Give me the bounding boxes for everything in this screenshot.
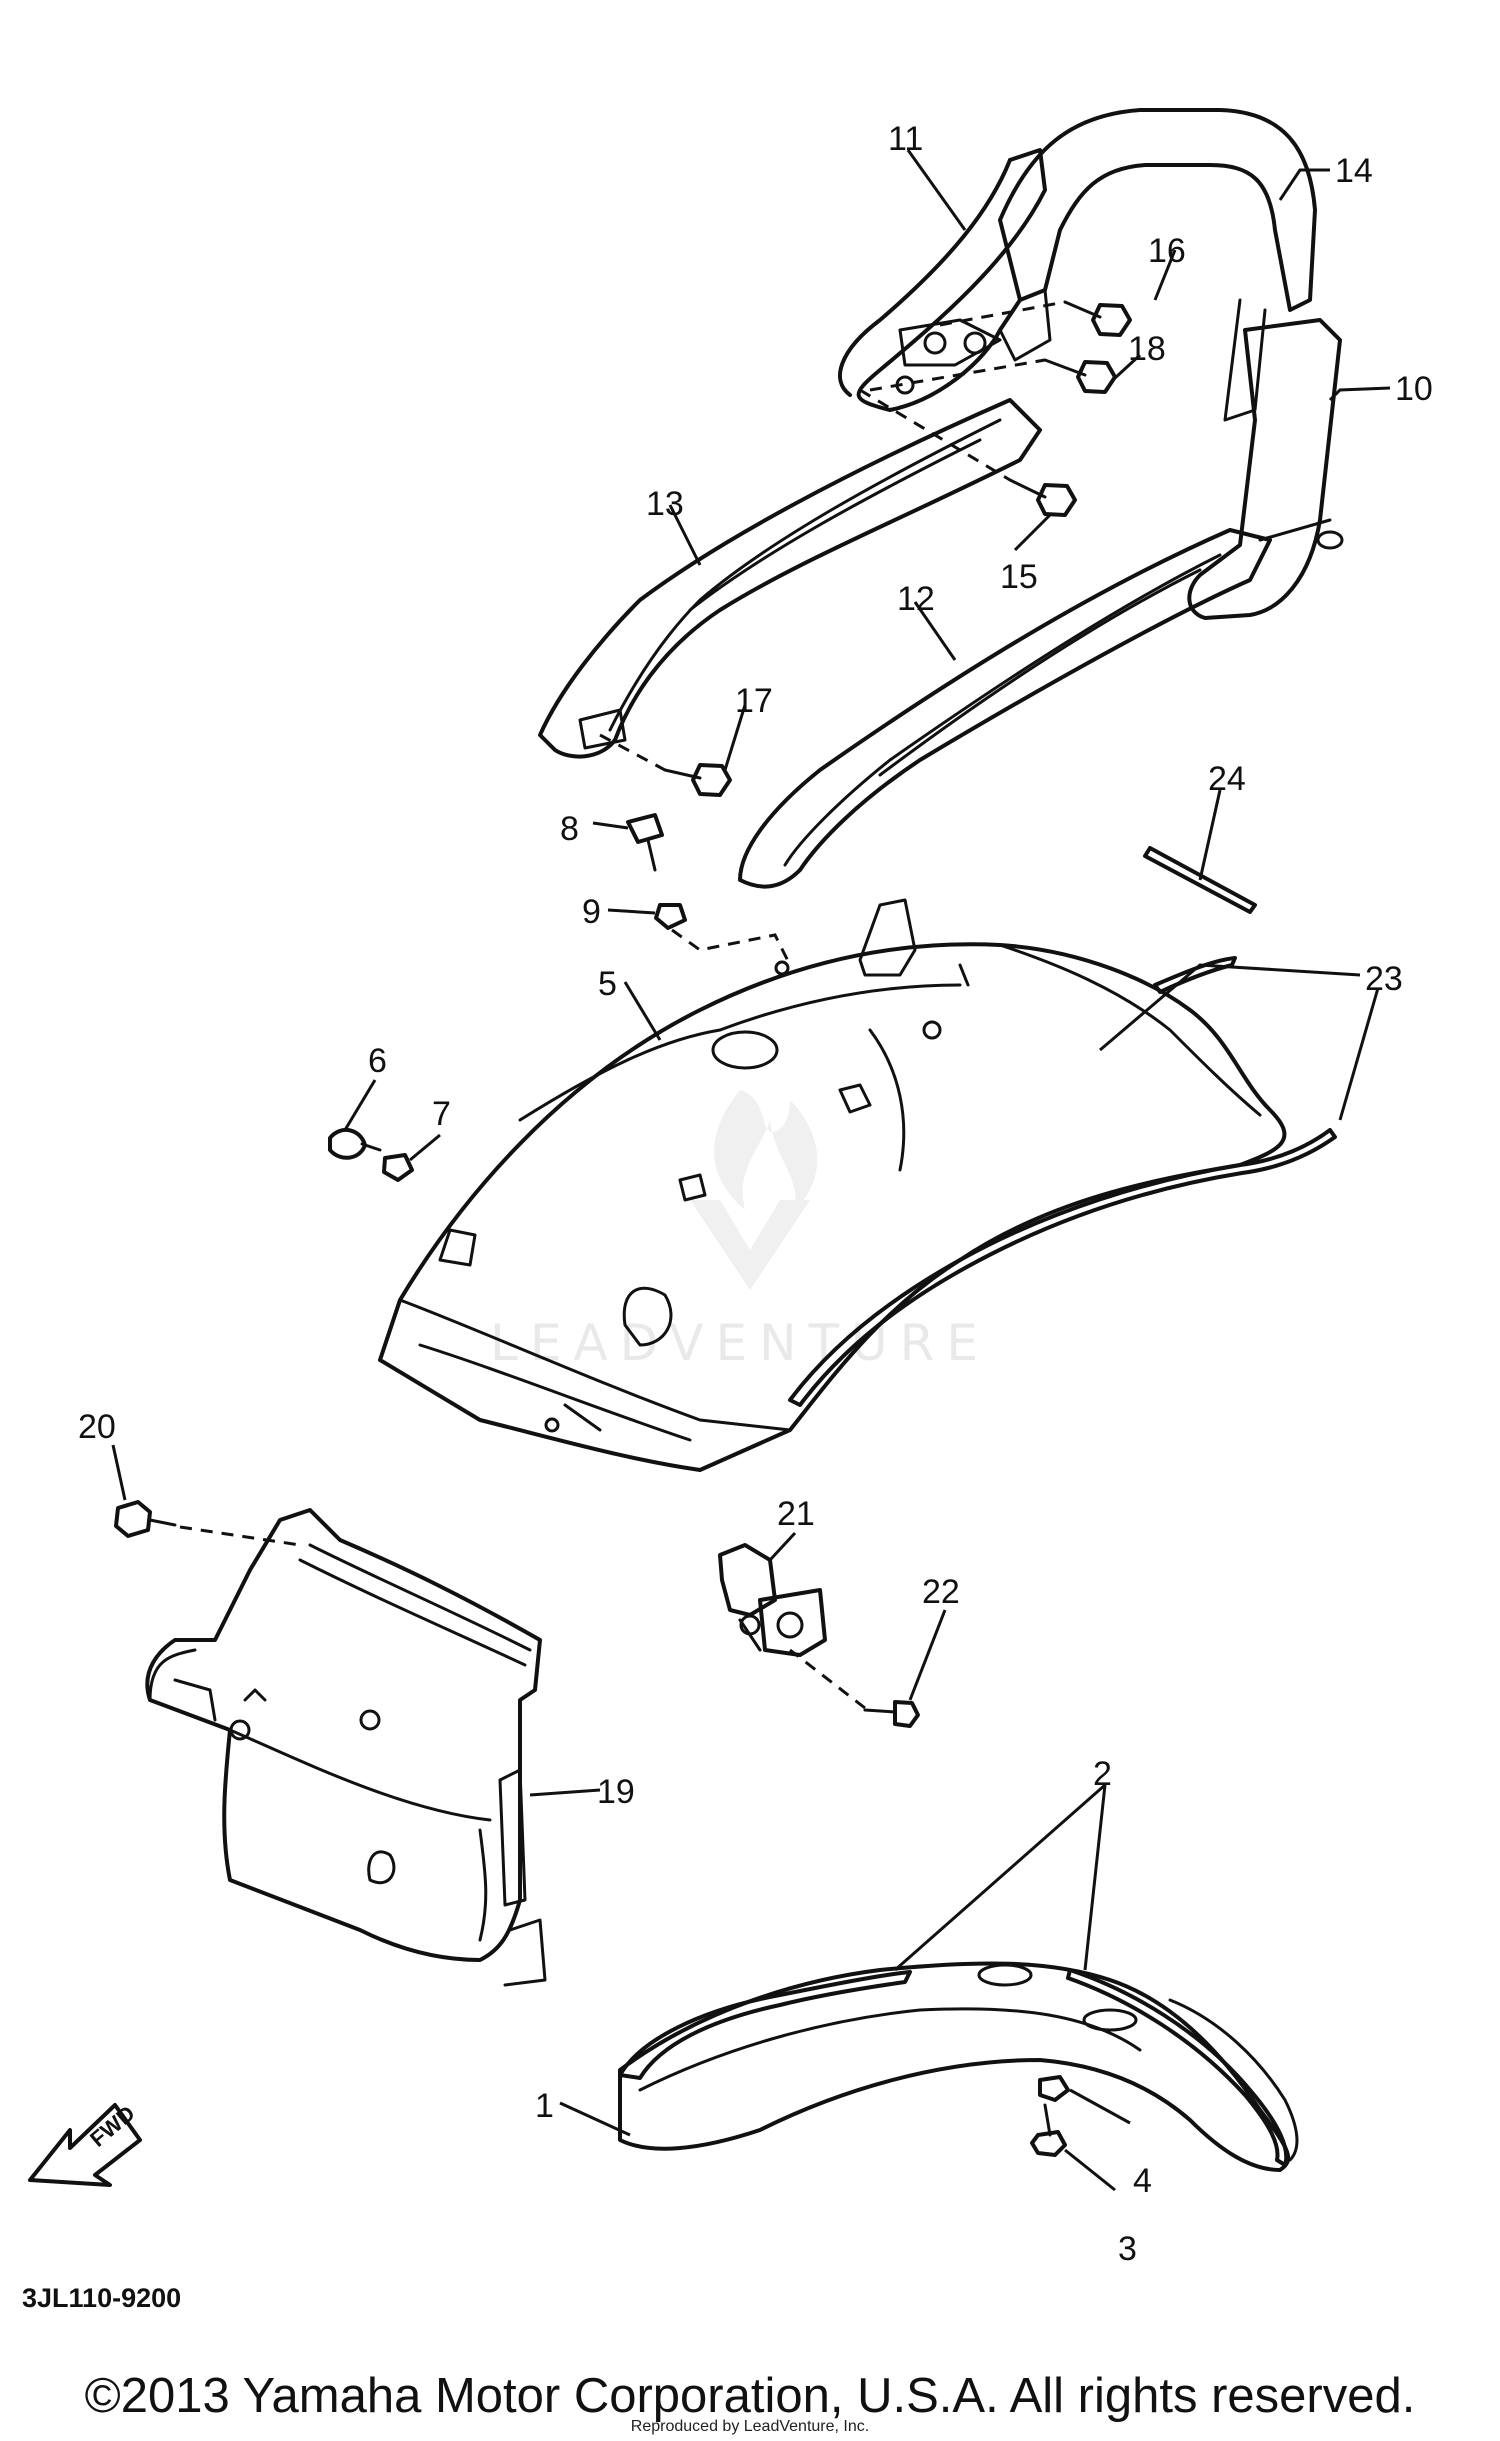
part-13-rail-left [538,398,1042,759]
part-2-trim [618,1968,1299,2167]
part-12-rail-right [738,528,1272,889]
callout-numbers: 11 14 16 18 10 13 15 12 17 24 8 9 5 23 6… [78,120,1433,2268]
bolt-18 [1043,358,1117,394]
callout-22: 22 [922,1573,960,1611]
callout-16: 16 [1148,232,1186,270]
callout-6: 6 [368,1042,387,1080]
bolt-15 [1008,478,1077,517]
part-19-inner-fender [145,1508,547,1987]
callout-15: 15 [1000,558,1038,596]
assembly-line-a [869,358,1046,392]
watermark-text: LEADVENTURE [490,1314,990,1372]
callout-18: 18 [1128,330,1166,368]
callout-21: 21 [777,1495,815,1533]
callout-4: 4 [1133,2162,1152,2200]
callout-2: 2 [1093,1755,1112,1793]
leader-lines [111,149,1391,2192]
callout-3: 3 [1118,2230,1137,2268]
callout-19: 19 [597,1773,635,1811]
part-1-front-fender [618,1961,1291,2172]
bolt-17 [663,763,732,797]
bolt-6 [328,1128,382,1160]
part-5-rear-fender [378,898,1287,1472]
part-24-strip [1143,846,1257,914]
callout-5: 5 [598,965,617,1003]
nut-4 [1038,2075,1070,2102]
bolt-8 [626,813,664,872]
callout-13: 13 [646,485,684,523]
bolt-22 [789,1648,920,1728]
callout-1: 1 [535,2087,554,2125]
callout-17: 17 [735,682,773,720]
callout-11: 11 [888,120,923,158]
assembly-line-e [671,928,792,966]
assembly-line-b [859,388,1011,482]
callout-10: 10 [1395,370,1433,408]
reproduction-note: Reproduced by LeadVenture, Inc. [630,2418,870,2435]
diagram-code: 3JL110-9200 [22,2283,181,2313]
callout-23: 23 [1365,960,1403,998]
callout-9: 9 [582,893,601,931]
callout-24: 24 [1208,760,1246,798]
copyright-notice: ©2013 Yamaha Motor Corporation, U.S.A. A… [84,2369,1416,2423]
fwd-arrow: FWD [28,2100,142,2187]
nut-9 [654,903,687,930]
watermark-logo: LEADVENTURE [490,1090,990,1372]
bolt-16 [1063,300,1132,337]
bolt-20 [114,1500,301,1547]
callout-7: 7 [432,1095,451,1133]
callout-14: 14 [1335,152,1373,190]
assembly-line-d [599,733,666,772]
callout-20: 20 [78,1408,116,1446]
part-10-bracket-right [1187,318,1344,620]
nut-7 [382,1153,414,1182]
callout-12: 12 [897,580,935,618]
part-21-bracket [718,1543,827,1657]
bolt-3 [1030,2103,1067,2157]
callout-8: 8 [560,810,579,848]
assembly-line-c [939,300,1066,327]
